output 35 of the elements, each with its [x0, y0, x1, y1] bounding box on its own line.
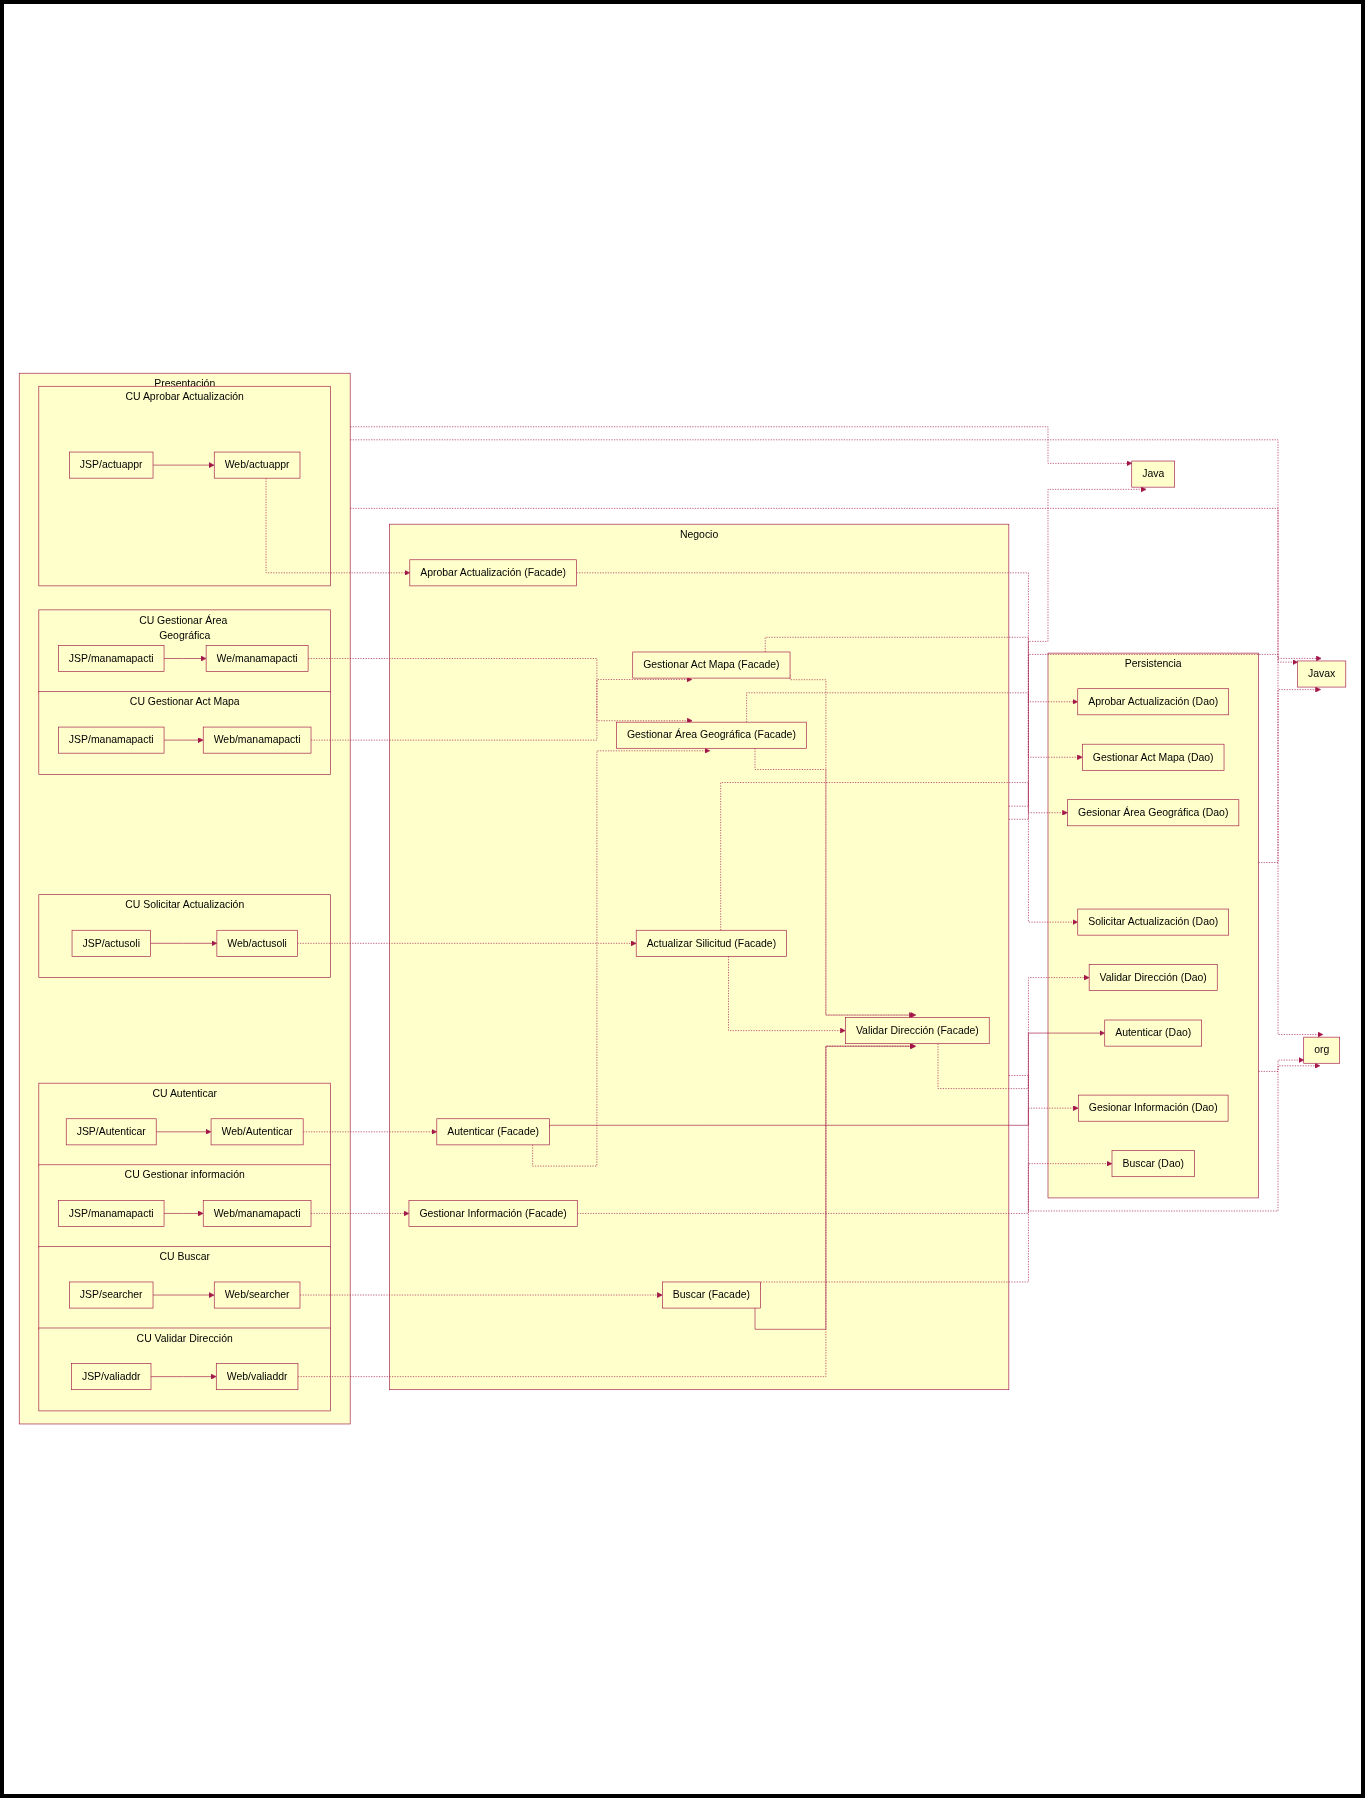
- node-box: Aprobar Actualización (Facade): [409, 559, 577, 587]
- node-box: Autenticar (Dao): [1104, 1020, 1202, 1047]
- node-box: Autenticar (Facade): [436, 1118, 550, 1146]
- node-box: JSP/valiaddr: [71, 1363, 152, 1391]
- node-box: Gestionar Información (Facade): [408, 1200, 578, 1228]
- node-box: JSP/searcher: [69, 1282, 154, 1309]
- node-box: Gestionar Act Mapa (Facade): [632, 652, 791, 679]
- node-box: JSP/manamapacti: [58, 1200, 165, 1228]
- node-box: Solicitar Actualización (Dao): [1077, 909, 1229, 936]
- node-box: Actualizar Silicitud (Facade): [635, 930, 787, 958]
- node-box: Java: [1131, 461, 1175, 488]
- node-box: Web/searcher: [213, 1282, 301, 1309]
- node-box: Gestionar Act Mapa (Dao): [1082, 744, 1225, 772]
- node-box: JSP/Autenticar: [65, 1118, 157, 1146]
- node-box: Web/manamapacti: [202, 1200, 312, 1228]
- node-box: Gesionar Área Geográfica (Dao): [1067, 799, 1240, 827]
- node-box: Gestionar Área Geográfica (Facade): [616, 722, 807, 749]
- node-box: Web/manamapacti: [202, 727, 312, 754]
- node-box: Validar Dirección (Facade): [845, 1017, 990, 1045]
- node-box: JSP/actusoli: [71, 930, 151, 958]
- node-box: Web/actusoli: [216, 930, 298, 958]
- node-box: Web/valiaddr: [215, 1363, 299, 1391]
- node-box: Buscar (Facade): [662, 1282, 761, 1309]
- node-box: Validar Dirección (Dao): [1088, 964, 1218, 992]
- node-box: Javax: [1297, 661, 1347, 688]
- node-box: Buscar (Dao): [1111, 1150, 1195, 1178]
- node-box: JSP/actuappr: [69, 452, 154, 479]
- node-box: Web/actuappr: [213, 452, 301, 479]
- node-box: Gesionar Información (Dao): [1078, 1095, 1229, 1122]
- node-box: Aprobar Actualización (Dao): [1077, 688, 1229, 716]
- node-box: JSP/manamapacti: [58, 727, 165, 754]
- node-box: Web/Autenticar: [210, 1118, 304, 1146]
- node-box: We/manamapacti: [205, 645, 309, 673]
- node-box: JSP/manamapacti: [58, 645, 165, 673]
- node-box: org: [1303, 1037, 1340, 1064]
